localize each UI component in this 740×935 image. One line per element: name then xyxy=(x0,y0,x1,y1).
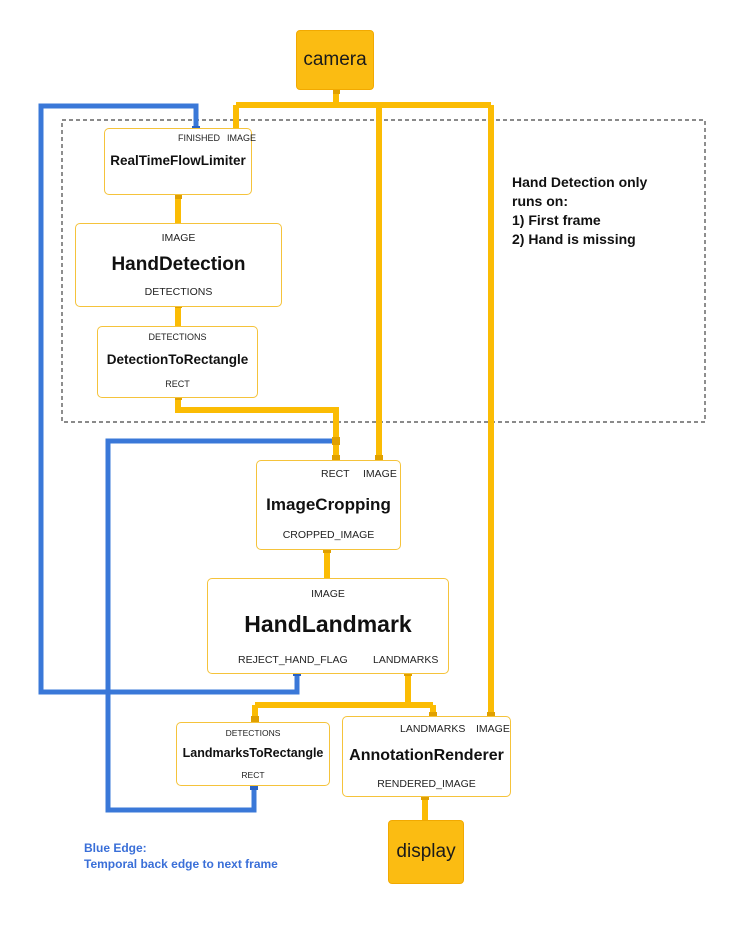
node-title: HandLandmark xyxy=(244,611,412,637)
note-line: 1) First frame xyxy=(512,212,601,228)
back-edge-rect-to-image-cropping xyxy=(105,438,336,813)
edge-dtr-to-ic-rect xyxy=(175,397,339,460)
camera-input-node: camera xyxy=(296,30,374,90)
node-annotation-renderer: LANDMARKS IMAGE AnnotationRenderer RENDE… xyxy=(342,716,511,797)
node-title: HandDetection xyxy=(111,254,246,275)
port-landmarks: LANDMARKS xyxy=(373,654,439,666)
port-rendered-image: RENDERED_IMAGE xyxy=(377,778,476,790)
port-rect: RECT xyxy=(165,379,190,389)
port-reject-hand-flag: REJECT_HAND_FLAG xyxy=(238,654,348,666)
camera-label: camera xyxy=(303,49,367,70)
node-hand-detection: IMAGE HandDetection DETECTIONS xyxy=(75,223,282,307)
display-output-node: display xyxy=(388,820,464,884)
port-finished: FINISHED xyxy=(178,133,221,143)
port-image: IMAGE xyxy=(363,468,397,480)
note-line: runs on: xyxy=(512,193,568,209)
node-real-time-flow-limiter: FINISHED IMAGE RealTimeFlowLimiter xyxy=(104,128,256,195)
node-title: LandmarksToRectangle xyxy=(182,746,324,760)
legend-line: Blue Edge: xyxy=(84,841,147,855)
port-cropped-image: CROPPED_IMAGE xyxy=(282,529,375,541)
port-detections: DETECTIONS xyxy=(144,286,213,298)
node-landmarks-to-rectangle: DETECTIONS LandmarksToRectangle RECT xyxy=(176,722,330,786)
note-line: Hand Detection only xyxy=(512,174,648,190)
node-title: AnnotationRenderer xyxy=(349,747,504,764)
port-image: IMAGE xyxy=(161,232,196,244)
port-rect: RECT xyxy=(241,770,265,780)
edge-camera-fanout xyxy=(236,92,491,108)
edge-hl-landmarks-out xyxy=(255,673,433,708)
port-image: IMAGE xyxy=(311,588,345,600)
port-image: IMAGE xyxy=(227,133,257,143)
port-detections: DETECTIONS xyxy=(225,728,281,738)
display-label: display xyxy=(396,841,456,862)
port-image: IMAGE xyxy=(476,723,510,735)
hand-detection-subgraph-boundary xyxy=(61,119,706,423)
port-detections: DETECTIONS xyxy=(148,332,207,342)
blue-edge-legend: Blue Edge: Temporal back edge to next fr… xyxy=(84,840,278,872)
port-landmarks: LANDMARKS xyxy=(400,723,466,735)
hand-detection-note: Hand Detection only runs on: 1) First fr… xyxy=(512,173,647,249)
legend-line: Temporal back edge to next frame xyxy=(84,857,278,871)
port-rect: RECT xyxy=(321,468,350,480)
node-detection-to-rectangle: DETECTIONS DetectionToRectangle RECT xyxy=(97,326,258,398)
note-line: 2) Hand is missing xyxy=(512,231,636,247)
node-title: ImageCropping xyxy=(266,495,391,514)
node-image-cropping: RECT IMAGE ImageCropping CROPPED_IMAGE xyxy=(256,460,401,550)
node-title: RealTimeFlowLimiter xyxy=(110,153,246,168)
back-edge-reject-flag-to-finished xyxy=(38,103,300,695)
node-title: DetectionToRectangle xyxy=(106,352,249,367)
node-hand-landmark: IMAGE HandLandmark REJECT_HAND_FLAG LAND… xyxy=(207,578,449,674)
